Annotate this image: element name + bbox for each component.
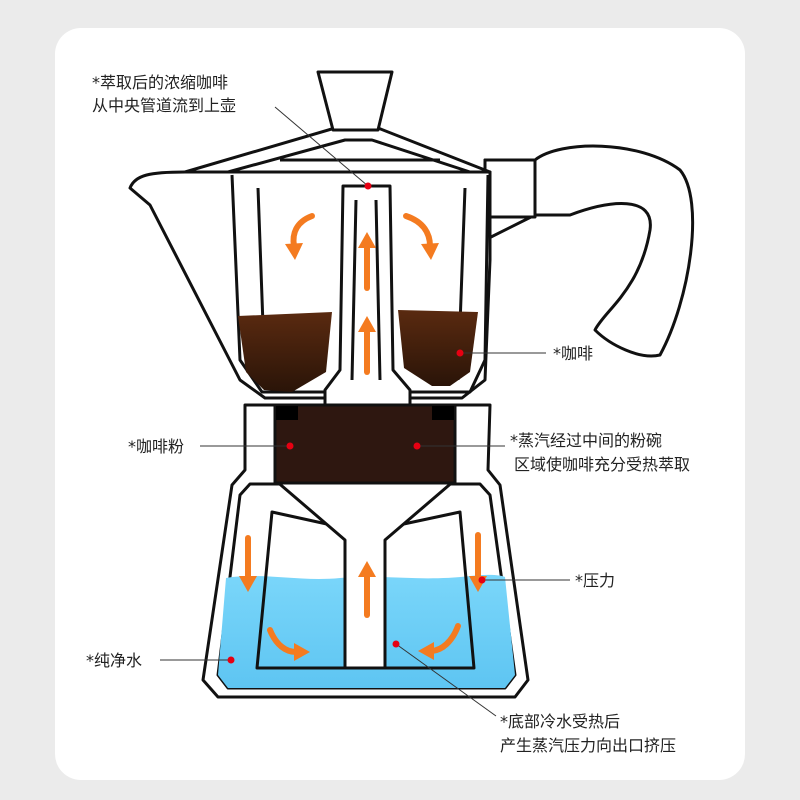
lid-lines — [227, 138, 471, 174]
center-tube-inner — [350, 199, 382, 381]
leaders — [160, 106, 570, 717]
upper-chamber — [128, 170, 492, 400]
lid-knob — [316, 70, 394, 132]
handle — [483, 144, 695, 358]
label-grounds: *咖啡粉 — [128, 437, 184, 456]
label-extracted-line1: *萃取后的浓缩咖啡 — [92, 73, 228, 92]
label-extracted-line2: 从中央管道流到上壶 — [92, 96, 236, 115]
coffee-right — [398, 310, 478, 386]
label-pressure: *压力 — [575, 571, 615, 590]
handle-joint — [483, 158, 537, 219]
label-heating-line2: 产生蒸汽压力向出口挤压 — [500, 736, 676, 755]
label-steam-line2: 区域使咖啡充分受热萃取 — [514, 455, 690, 474]
coffee-grounds-basket — [273, 403, 457, 485]
label-steam-line1: *蒸汽经过中间的粉碗 — [510, 431, 662, 450]
gasket-right — [432, 406, 454, 420]
gasket-left — [276, 406, 298, 420]
label-coffee: *咖啡 — [553, 344, 593, 363]
label-water: *纯净水 — [86, 651, 142, 670]
coffee-left — [238, 312, 332, 392]
label-heating-line1: *底部冷水受热后 — [500, 712, 620, 731]
lid — [183, 126, 492, 174]
